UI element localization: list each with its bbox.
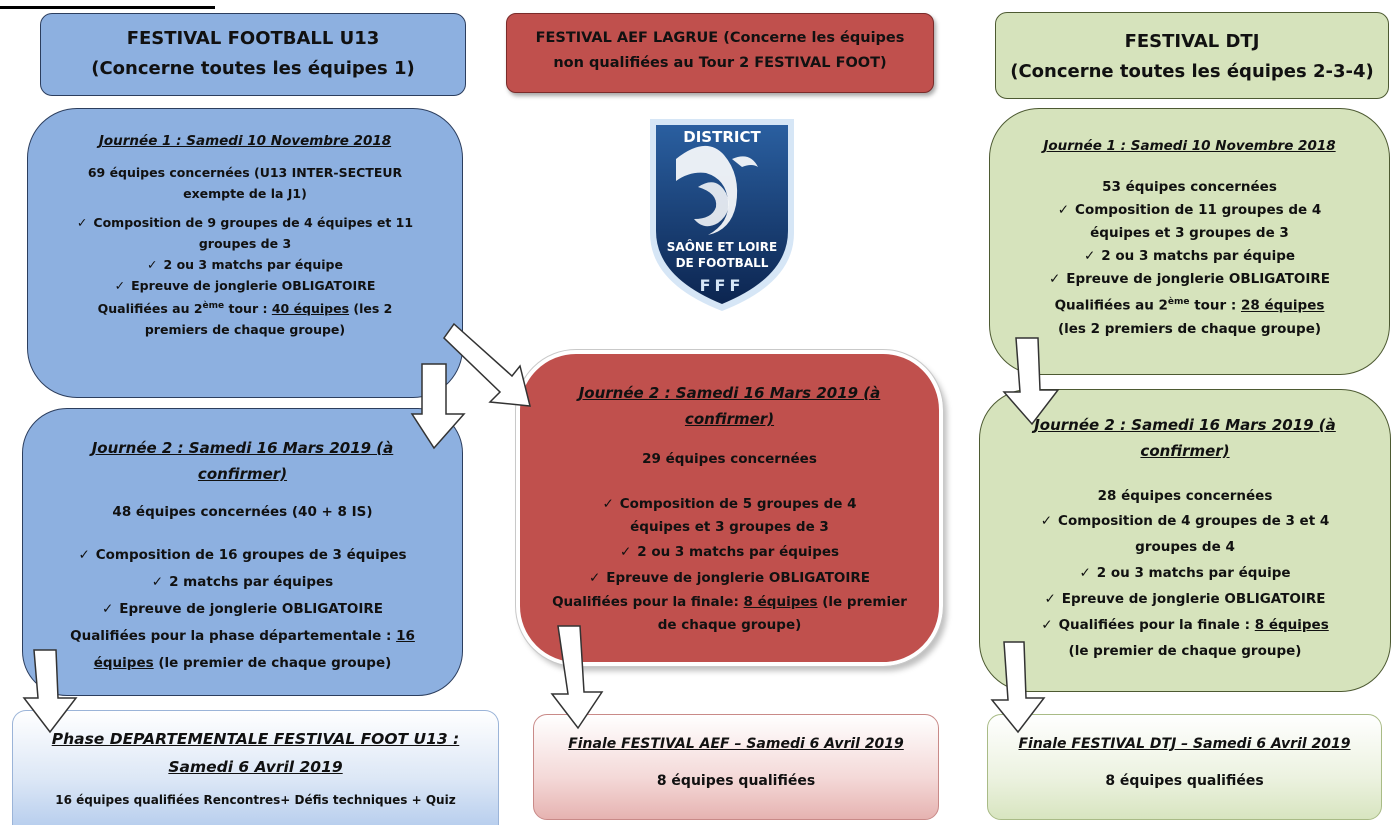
arrow-u13-j2-to-final bbox=[22, 649, 78, 734]
aef-final-title: Finale FESTIVAL AEF – Samedi 6 Avril 201… bbox=[568, 736, 904, 752]
arrow-dtj-j2-to-final bbox=[990, 641, 1046, 734]
aef-j2-teams: 29 équipes concernées bbox=[642, 451, 817, 467]
aef-j2-title-2: confirmer) bbox=[684, 410, 775, 428]
u13-j2-qualified: Qualifiées pour la phase départementale … bbox=[70, 628, 415, 671]
header-dtj-line1: FESTIVAL DTJ bbox=[1124, 31, 1260, 52]
dtj-j1-matchs: 2 ou 3 matchs par équipe bbox=[1012, 245, 1367, 268]
logo-line2: DE FOOTBALL bbox=[676, 256, 769, 270]
header-u13: FESTIVAL FOOTBALL U13 (Concerne toutes l… bbox=[40, 13, 466, 96]
arrow-u13-to-aef bbox=[443, 322, 531, 407]
logo-line1: SAÔNE ET LOIRE bbox=[667, 239, 777, 254]
u13-j2-jonglerie: Epreuve de jonglerie OBLIGATOIRE bbox=[55, 596, 430, 623]
header-aef-line1: FESTIVAL AEF LAGRUE (Concerne les équipe… bbox=[535, 30, 905, 46]
u13-final-title-1: Phase DEPARTEMENTALE FESTIVAL FOOT U13 : bbox=[51, 730, 460, 748]
dtj-j1-teams: 53 équipes concernées bbox=[1102, 179, 1277, 195]
aef-j2-title-1: Journée 2 : Samedi 16 Mars 2019 (à bbox=[578, 384, 881, 402]
dtj-j1-jonglerie: Epreuve de jonglerie OBLIGATOIRE bbox=[1012, 268, 1367, 291]
header-u13-line2: (Concerne toutes les équipes 1) bbox=[91, 58, 415, 79]
u13-final-title-2: Samedi 6 Avril 2019 bbox=[168, 758, 343, 776]
dtj-j2-title-1: Journée 2 : Samedi 16 Mars 2019 (à bbox=[1034, 416, 1336, 434]
dtj-j2-box: Journée 2 : Samedi 16 Mars 2019 (à confi… bbox=[979, 389, 1391, 692]
dtj-j1-title: Journée 1 : Samedi 10 Novembre 2018 bbox=[1043, 138, 1336, 154]
aef-j2-jonglerie: Epreuve de jonglerie OBLIGATOIRE bbox=[548, 565, 911, 591]
u13-j1-jonglerie: Epreuve de jonglerie OBLIGATOIRE bbox=[66, 275, 424, 296]
dtj-final-text: 8 équipes qualifiées bbox=[1105, 773, 1264, 789]
dtj-j1-qualified: Qualifiées au 2ème tour : 28 équipes(les… bbox=[1054, 297, 1325, 337]
u13-j2-teams: 48 équipes concernées (40 + 8 IS) bbox=[112, 504, 373, 520]
u13-final-text: 16 équipes qualifiées Rencontres+ Défis … bbox=[55, 793, 456, 807]
u13-final-box: Phase DEPARTEMENTALE FESTIVAL FOOT U13 :… bbox=[12, 710, 499, 825]
u13-j2-title-2: confirmer) bbox=[197, 465, 288, 483]
dtj-j2-title-2: confirmer) bbox=[1140, 442, 1230, 460]
aef-final-box: Finale FESTIVAL AEF – Samedi 6 Avril 201… bbox=[533, 714, 939, 820]
district-logo: DISTRICT SAÔNE ET LOIRE DE FOOTBALL FFF bbox=[650, 119, 794, 311]
dtj-j2-teams: 28 équipes concernées bbox=[1097, 488, 1273, 504]
dtj-j1-composition: Composition de 11 groupes de 4 équipes e… bbox=[1012, 199, 1367, 245]
header-dtj-line2: (Concerne toutes les équipes 2-3-4) bbox=[1010, 61, 1374, 82]
arrow-u13-j1-to-j2 bbox=[410, 363, 466, 450]
u13-j1-title: Journée 1 : Samedi 10 Novembre 2018 bbox=[98, 133, 392, 149]
aef-j2-composition: Composition de 5 groupes de 4 équipes et… bbox=[548, 493, 911, 539]
u13-j1-qualified: Qualifiées au 2ème tour : 40 équipes (le… bbox=[97, 301, 393, 338]
aef-j2-box: Journée 2 : Samedi 16 Mars 2019 (à confi… bbox=[515, 349, 944, 667]
aef-j2-matchs: 2 ou 3 matchs par équipes bbox=[548, 539, 911, 565]
aef-final-text: 8 équipes qualifiées bbox=[656, 773, 816, 789]
u13-j1-teams: 69 équipes concernées (U13 INTER-SECTEUR… bbox=[87, 165, 403, 201]
top-rule bbox=[0, 6, 215, 9]
u13-j1-matchs: 2 ou 3 matchs par équipe bbox=[66, 254, 424, 275]
logo-top-text: DISTRICT bbox=[683, 128, 761, 146]
header-aef-line2: non qualifiées au Tour 2 FESTIVAL FOOT) bbox=[553, 55, 887, 71]
dtj-final-title: Finale FESTIVAL DTJ – Samedi 6 Avril 201… bbox=[1018, 736, 1351, 752]
u13-j2-matchs: 2 matchs par équipes bbox=[55, 569, 430, 596]
header-dtj: FESTIVAL DTJ (Concerne toutes les équipe… bbox=[995, 12, 1389, 99]
u13-j2-box: Journée 2 : Samedi 16 Mars 2019 (à confi… bbox=[22, 408, 463, 696]
dtj-j1-box: Journée 1 : Samedi 10 Novembre 2018 53 é… bbox=[989, 108, 1390, 375]
arrow-dtj-j1-to-j2 bbox=[1002, 337, 1060, 426]
dtj-final-box: Finale FESTIVAL DTJ – Samedi 6 Avril 201… bbox=[987, 714, 1382, 820]
header-aef: FESTIVAL AEF LAGRUE (Concerne les équipe… bbox=[506, 13, 934, 93]
aef-j2-qualified: Qualifiées pour la finale: 8 équipes (le… bbox=[552, 594, 907, 633]
arrow-aef-j2-to-final bbox=[550, 625, 604, 730]
u13-j2-title-1: Journée 2 : Samedi 16 Mars 2019 (à bbox=[91, 439, 394, 457]
header-u13-line1: FESTIVAL FOOTBALL U13 bbox=[126, 28, 380, 49]
u13-j1-composition: Composition de 9 groupes de 4 équipes et… bbox=[66, 212, 424, 254]
u13-j2-composition: Composition de 16 groupes de 3 équipes bbox=[55, 542, 430, 569]
u13-j1-box: Journée 1 : Samedi 10 Novembre 2018 69 é… bbox=[27, 108, 463, 398]
dtj-j2-matchs: 2 ou 3 matchs par équipe bbox=[1002, 560, 1368, 586]
dtj-j2-qualified: Qualifiées pour la finale : 8 équipes(le… bbox=[1002, 612, 1368, 664]
dtj-j2-composition: Composition de 4 groupes de 3 et 4 group… bbox=[1002, 508, 1368, 560]
logo-bottom-text: FFF bbox=[700, 276, 745, 295]
dtj-j2-jonglerie: Epreuve de jonglerie OBLIGATOIRE bbox=[1002, 586, 1368, 612]
